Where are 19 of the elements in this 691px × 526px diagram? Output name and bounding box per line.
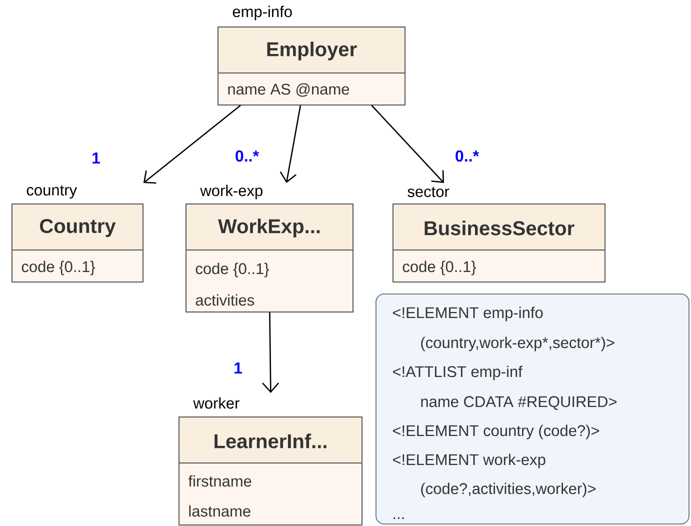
class-box: emp-info Employer name AS @name [218, 6, 406, 106]
arrow [280, 105, 302, 183]
node-label: sector [408, 186, 450, 198]
node-label: country [26, 185, 77, 199]
class-box: worker LearnerInf... firstname lastname [178, 397, 362, 526]
multiplicity-label: 0..* [456, 150, 479, 162]
node-label: emp-info [232, 6, 292, 20]
multiplicity-label: 1 [92, 152, 100, 164]
multiplicity-label: 0..* [236, 150, 259, 162]
class-box: country Country code {0..1} [12, 185, 144, 282]
code-box: <!ELEMENT emp-info (country,work-exp*,sector*)> <!ATTLIST emp-inf name CDATA #REQUIRED> <!ELEMENT country (code?)> <!ELEMENT work-exp (code?,activities,worker)> ... [376, 294, 690, 524]
node-label: work-exp [200, 184, 262, 200]
arrow [371, 104, 444, 183]
node-label: worker [193, 397, 240, 409]
arrow [262, 312, 280, 393]
arrow [143, 104, 241, 184]
class-box: work-exp WorkExp... code {0..1} activities [186, 184, 354, 312]
multiplicity-label: 1 [234, 362, 242, 374]
class-box: sector BusinessSector code {0..1} [392, 186, 606, 282]
